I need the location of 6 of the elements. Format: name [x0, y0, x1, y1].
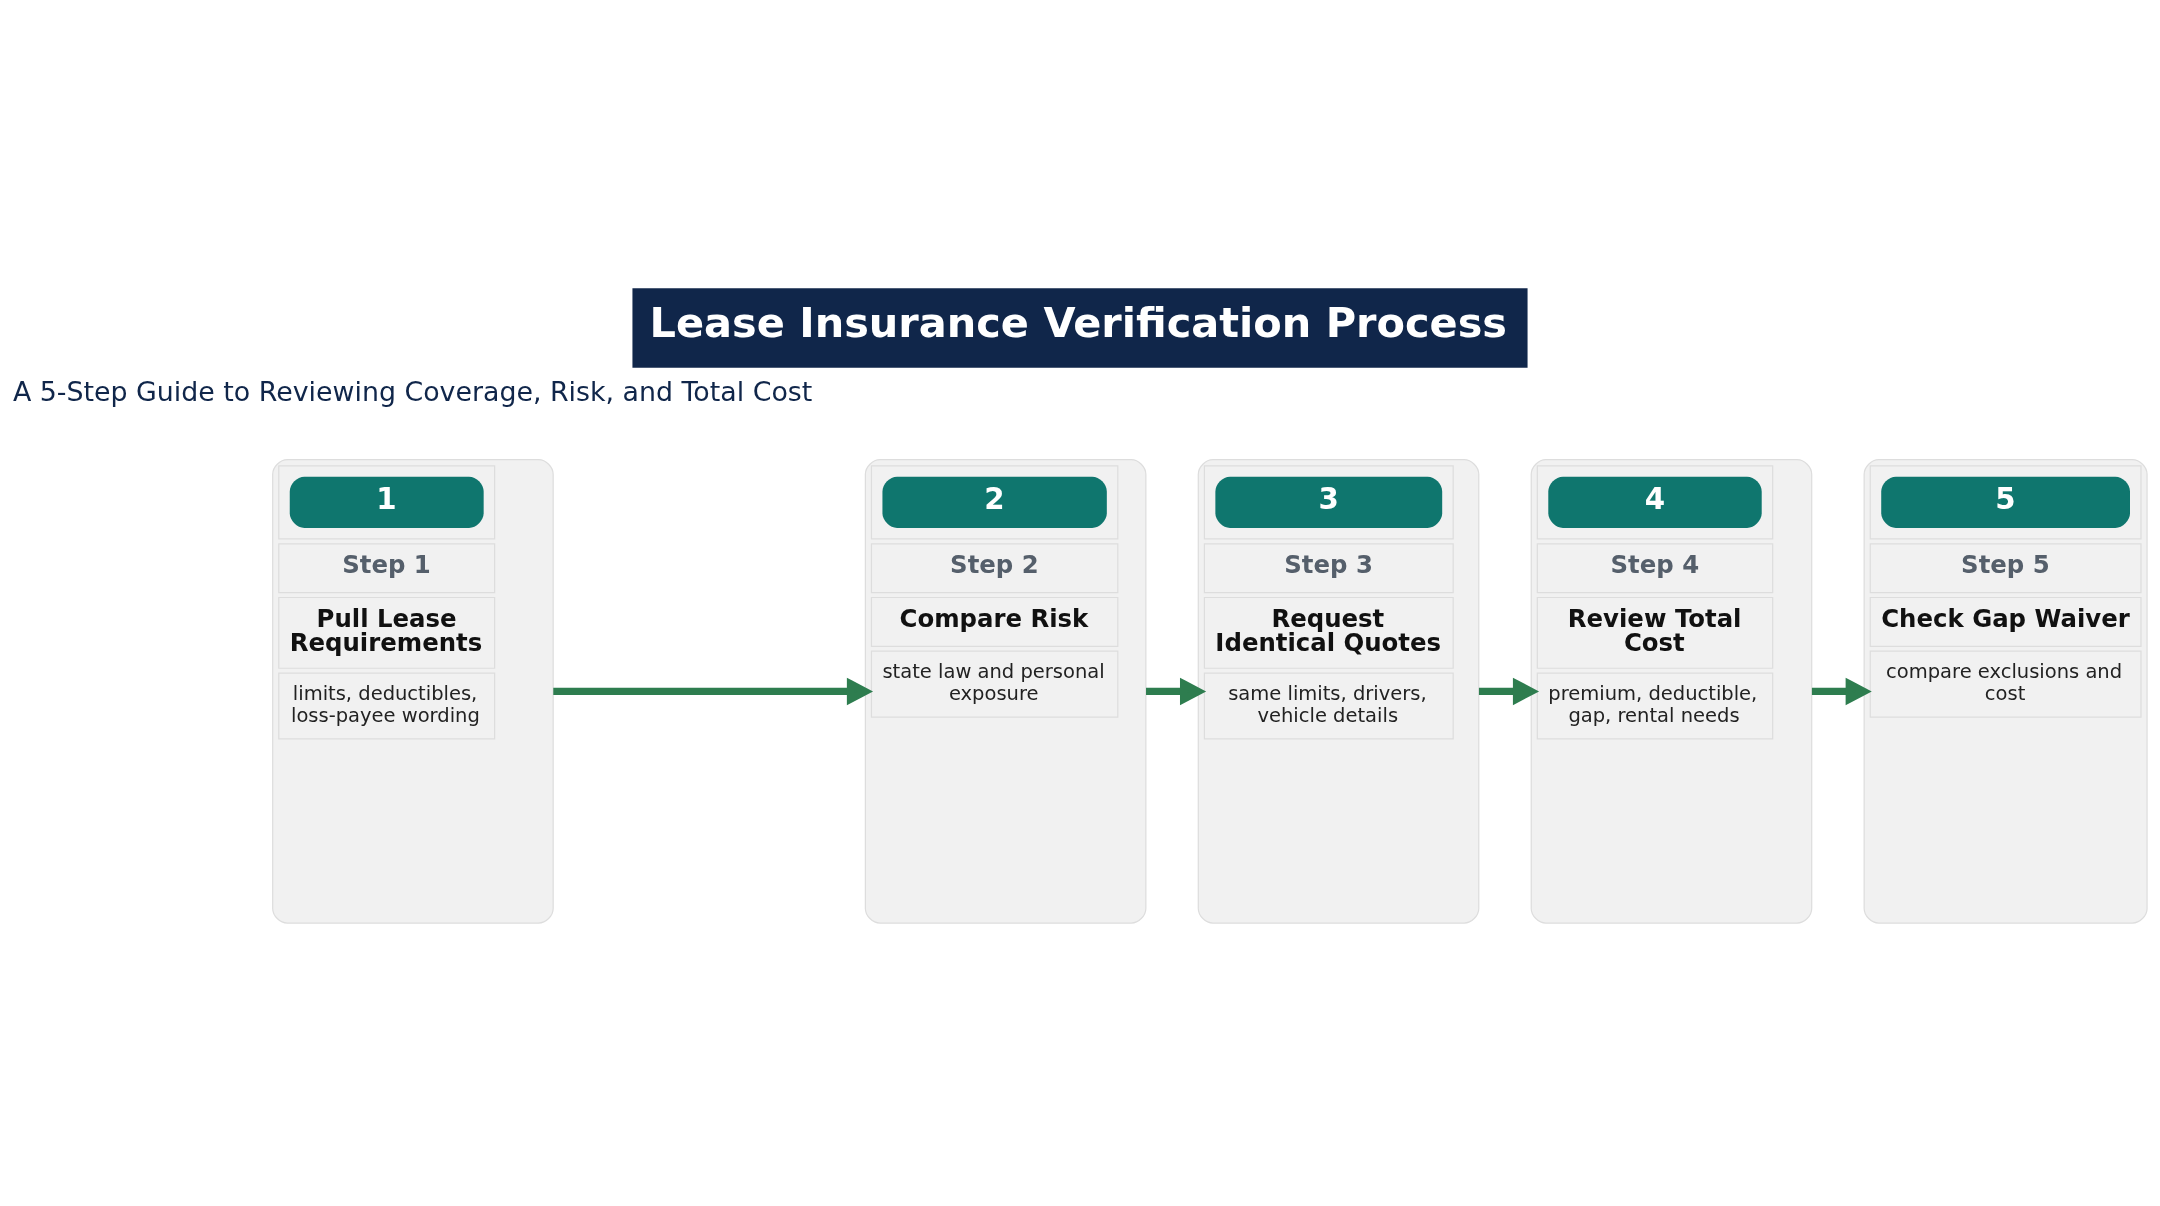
diagram-title: Lease Insurance Verification Process	[649, 299, 1508, 348]
label: A 5-Step Guide to Reviewing Coverage, Risk, and Total Cost	[12, 375, 813, 407]
arrow	[1478, 677, 1540, 706]
arrow	[1146, 677, 1207, 706]
arrow	[553, 677, 874, 706]
arrow	[1811, 677, 1872, 706]
